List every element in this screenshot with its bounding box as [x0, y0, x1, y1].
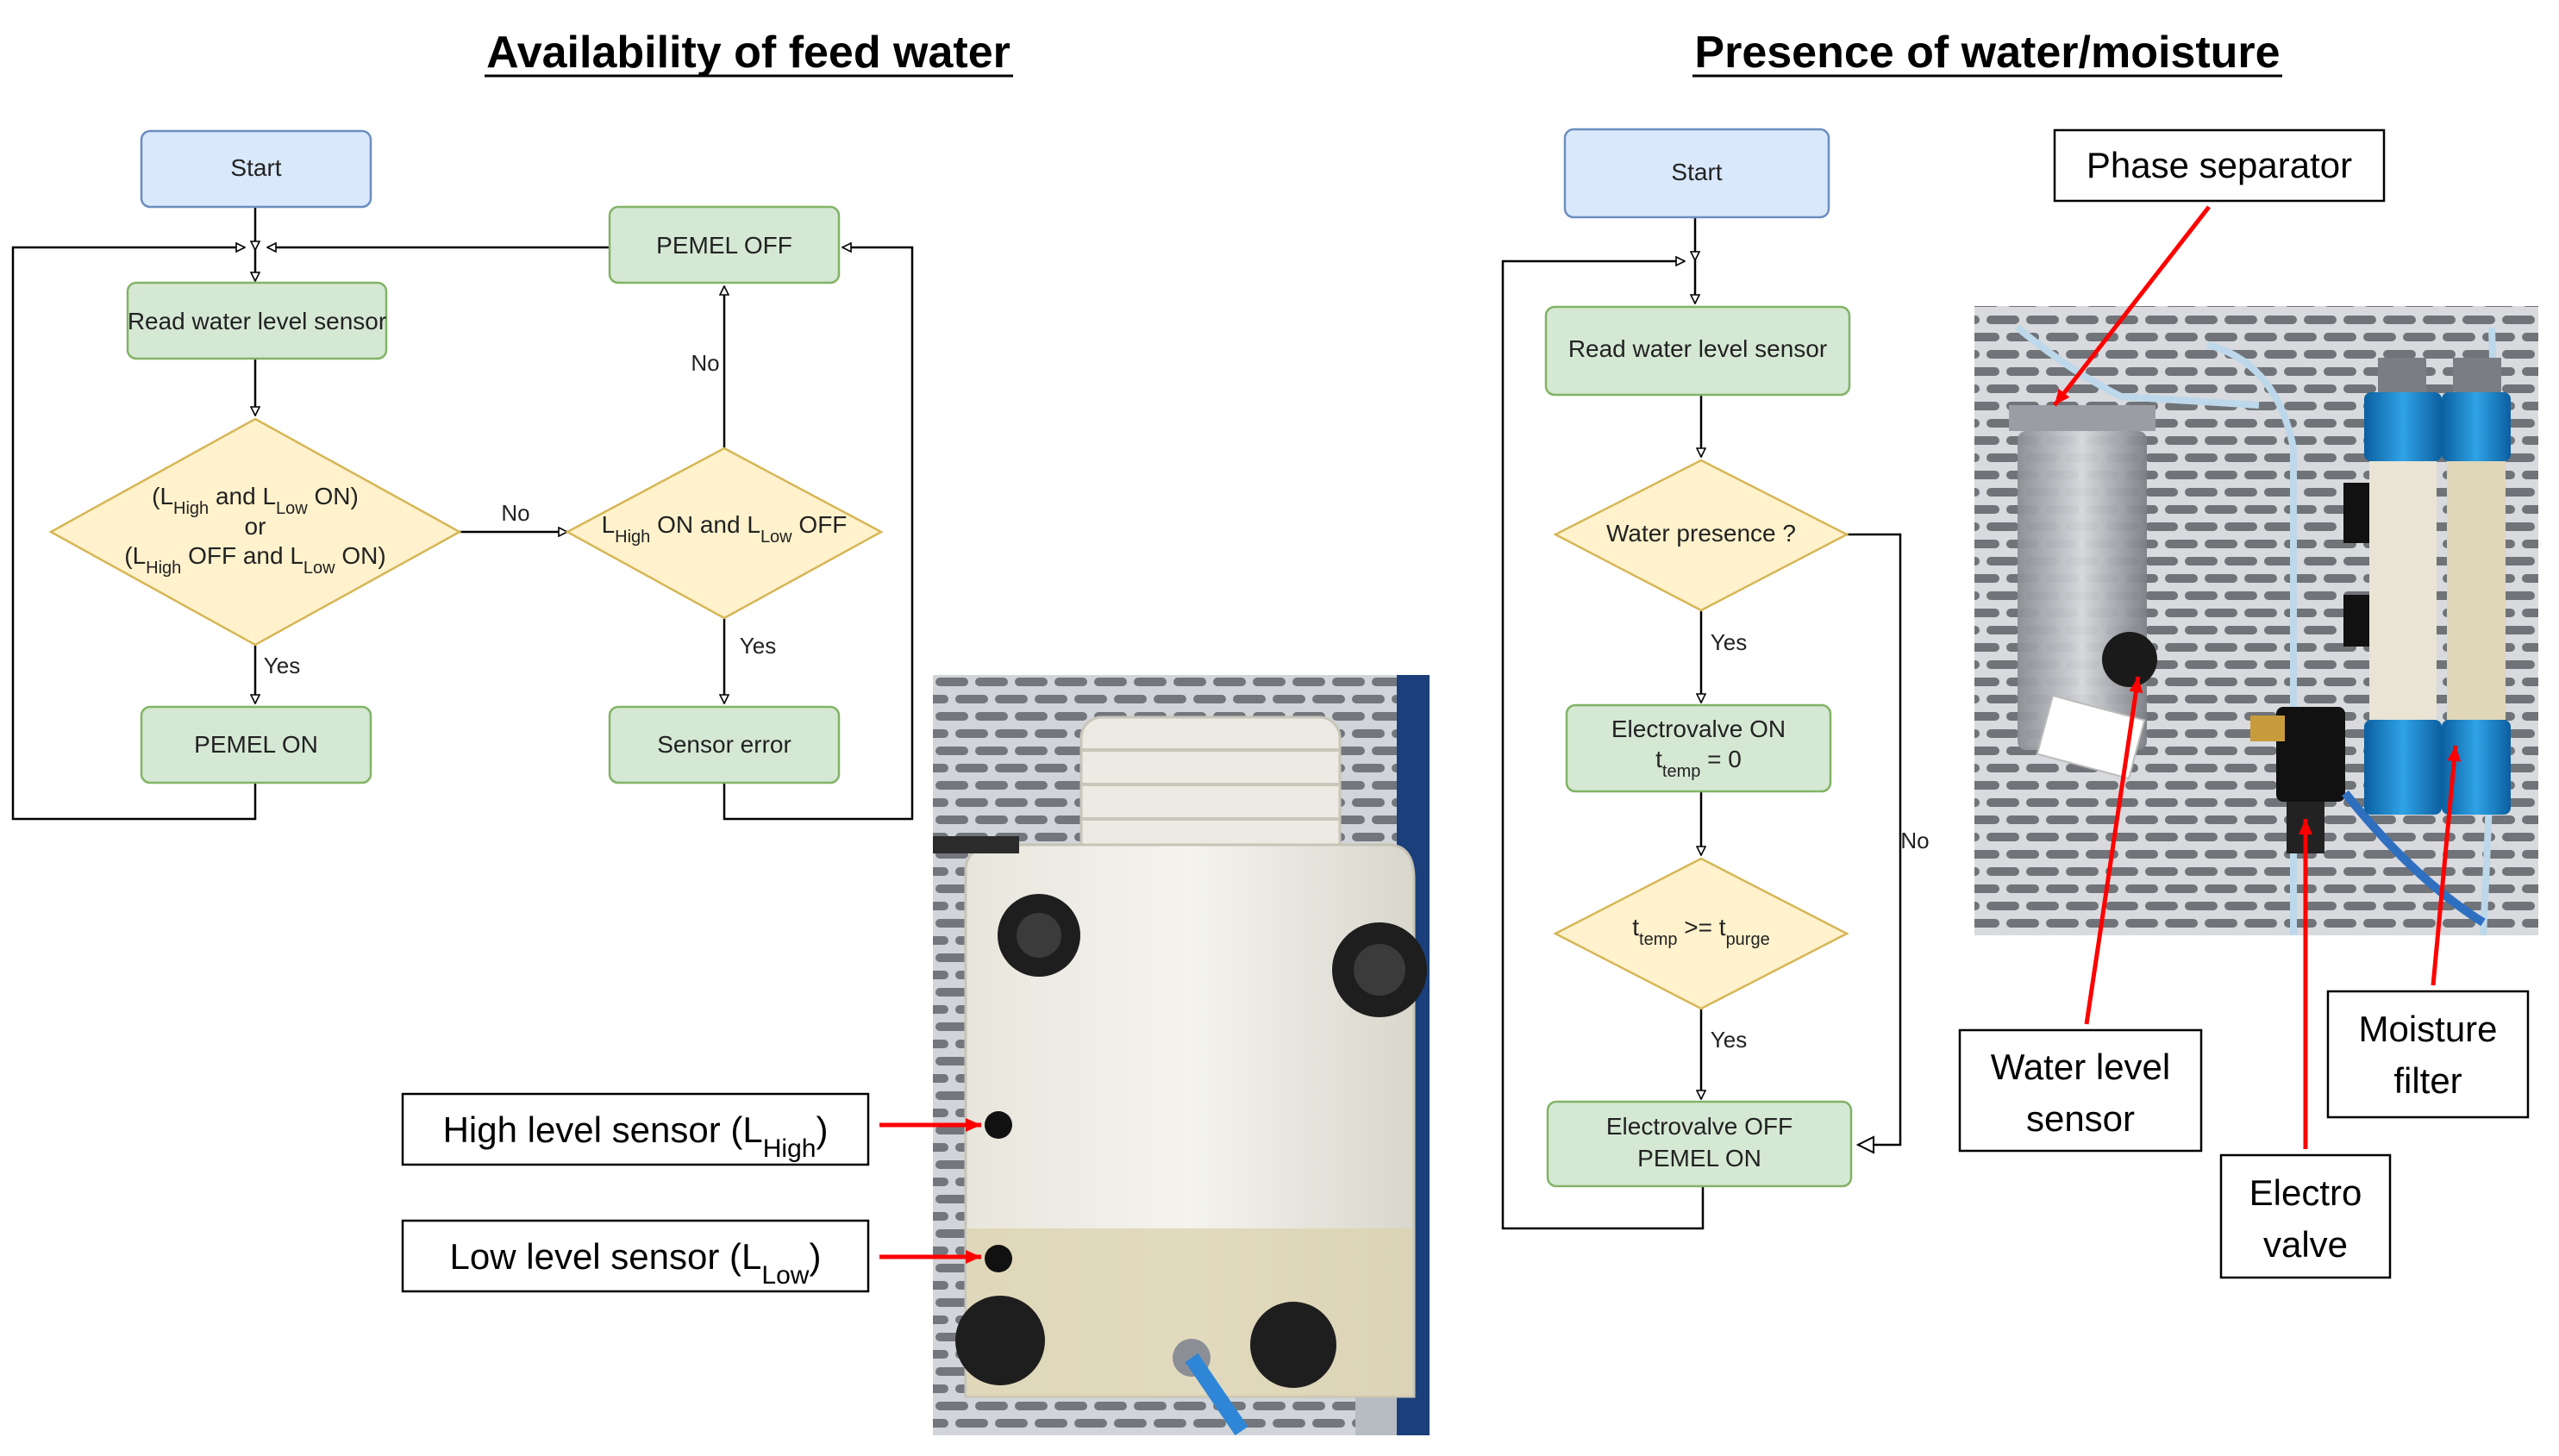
- svg-text:Moisture: Moisture: [2358, 1009, 2497, 1049]
- svg-text:sensor: sensor: [2026, 1098, 2135, 1139]
- left-condition2-node: [565, 447, 884, 620]
- svg-text:Electro: Electro: [2249, 1172, 2362, 1213]
- left-pemel-on-node: [140, 705, 372, 784]
- right-label-no: No: [1900, 828, 1929, 853]
- left-label-no-cond2: No: [691, 350, 719, 376]
- right-start-label: Start: [1671, 159, 1722, 185]
- right-flowchart: Start Read water level sensor Water pres…: [1501, 128, 1930, 1230]
- arrow-water-level-sensor: [2084, 676, 2143, 1025]
- right-read-sensor-label: Read water level sensor: [1568, 335, 1827, 362]
- edge-r-no-path: [1847, 533, 1902, 1145]
- svg-text:valve: valve: [2263, 1224, 2348, 1265]
- left-read-sensor-node: [126, 281, 388, 360]
- svg-text:Low level sensor (LLow): Low level sensor (LLow): [450, 1236, 822, 1290]
- right-valve-off-label-2: PEMEL ON: [1637, 1145, 1761, 1172]
- svg-text:Water level: Water level: [1991, 1047, 2171, 1087]
- left-label-yes-cond1: Yes: [264, 653, 300, 678]
- right-valve-off-label-1: Electrovalve OFF: [1606, 1113, 1793, 1140]
- edge-loop-left: [11, 247, 257, 821]
- left-start-label: Start: [230, 154, 281, 181]
- right-read-sensor-node: [1544, 305, 1851, 397]
- arrow-phase-separator: [2053, 205, 2211, 407]
- edge-r-loop-left: [1501, 261, 1705, 1230]
- right-valve-on-label-2: ttemp = 0: [1655, 746, 1742, 781]
- left-flowchart: Start Read water level sensor (LHigh and…: [11, 129, 914, 821]
- left-pemel-on-label: PEMEL ON: [194, 731, 318, 758]
- left-condition1-line3: (LHigh OFF and LLow ON): [124, 542, 385, 578]
- callout-water-level-sensor: Water level sensor: [1958, 676, 2203, 1153]
- left-condition1-or: or: [245, 513, 266, 540]
- right-tcond-node: [1553, 857, 1849, 1010]
- left-read-sensor-label: Read water level sensor: [128, 308, 386, 334]
- left-condition1-node: [48, 417, 462, 647]
- left-start-node: [140, 129, 372, 209]
- svg-text:High level sensor (LHigh): High level sensor (LHigh): [443, 1109, 829, 1163]
- right-start-node: [1563, 128, 1830, 219]
- left-label-no-cond1: No: [501, 500, 529, 526]
- left-pemel-off-label: PEMEL OFF: [656, 232, 792, 259]
- right-water-presence-label: Water presence ?: [1606, 520, 1796, 547]
- left-label-yes-cond2: Yes: [740, 633, 776, 659]
- right-title: Presence of water/moisture: [1694, 28, 2280, 78]
- callout-moisture-filter: Moisture filter: [2326, 745, 2530, 1119]
- left-title: Availability of feed water: [486, 28, 1010, 78]
- right-valve-on-node: [1565, 703, 1832, 793]
- right-water-presence-node: [1553, 459, 1849, 612]
- left-sensor-error-label: Sensor error: [657, 731, 791, 758]
- callout-high-level-sensor: High level sensor (LHigh): [401, 1092, 981, 1166]
- svg-text:filter: filter: [2393, 1060, 2462, 1101]
- separator-photo: [1974, 306, 2538, 936]
- callout-phase-separator: Phase separator: [2053, 128, 2386, 407]
- left-condition2-label: LHigh ON and LLow OFF: [602, 511, 848, 547]
- right-valve-on-label-1: Electrovalve ON: [1611, 716, 1786, 742]
- svg-text:Phase separator: Phase separator: [2087, 145, 2352, 185]
- tank-photo: [933, 675, 1430, 1436]
- right-label-yes-2: Yes: [1711, 1027, 1747, 1053]
- right-tcond-label: ttemp >= tpurge: [1632, 914, 1769, 949]
- left-sensor-error-node: [608, 705, 841, 784]
- callout-electrovalve: Electro valve: [2219, 819, 2392, 1279]
- callout-low-level-sensor: Low level sensor (LLow): [401, 1219, 981, 1293]
- arrow-moisture-filter: [2431, 745, 2462, 986]
- edge-error-loop: [723, 247, 914, 821]
- right-label-yes-1: Yes: [1711, 629, 1747, 655]
- left-condition1-line1: (LHigh and LLow ON): [152, 483, 359, 518]
- left-pemel-off-node: [608, 205, 841, 284]
- right-valve-off-node: [1546, 1100, 1853, 1188]
